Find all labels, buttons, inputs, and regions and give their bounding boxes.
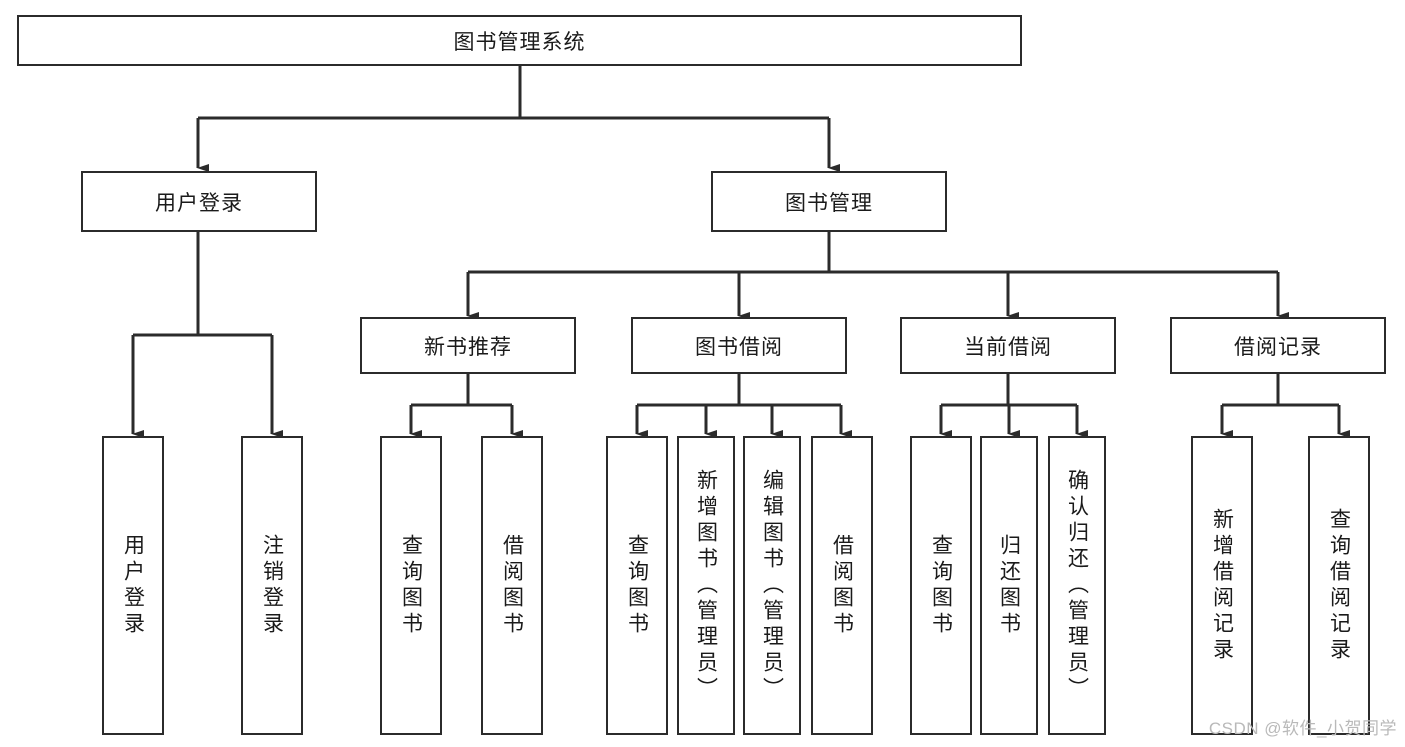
leaf-user-login[interactable]: 用户登录	[102, 436, 164, 735]
node-label: 新增借阅记录	[1210, 507, 1234, 664]
leaf-query-borrow-record[interactable]: 查询借阅记录	[1308, 436, 1370, 735]
node-label: 新书推荐	[424, 335, 512, 359]
node-label: 归还图书	[997, 533, 1021, 638]
leaf-borrow-book-bor[interactable]: 借阅图书	[811, 436, 873, 735]
leaf-query-book-bor[interactable]: 查询图书	[606, 436, 668, 735]
leaf-add-borrow-record[interactable]: 新增借阅记录	[1191, 436, 1253, 735]
node-book-management[interactable]: 图书管理	[711, 171, 947, 232]
leaf-user-logout[interactable]: 注销登录	[241, 436, 303, 735]
node-current-borrow[interactable]: 当前借阅	[900, 317, 1116, 374]
csdn-watermark: CSDN @软件_小贺同学	[1208, 719, 1397, 738]
node-user-login[interactable]: 用户登录	[81, 171, 317, 232]
node-label: 编辑图书（管理员）	[760, 468, 784, 703]
node-book-borrow[interactable]: 图书借阅	[631, 317, 847, 374]
node-borrow-record[interactable]: 借阅记录	[1170, 317, 1386, 374]
node-label: 借阅图书	[830, 533, 854, 638]
node-label: 当前借阅	[964, 335, 1052, 359]
node-label: 查询图书	[625, 533, 649, 638]
node-root[interactable]: 图书管理系统	[17, 15, 1022, 66]
leaf-return-book[interactable]: 归还图书	[980, 436, 1038, 735]
leaf-confirm-return-admin[interactable]: 确认归还（管理员）	[1048, 436, 1106, 735]
leaf-edit-book-admin[interactable]: 编辑图书（管理员）	[743, 436, 801, 735]
node-label: 查询图书	[929, 533, 953, 638]
leaf-add-book-admin[interactable]: 新增图书（管理员）	[677, 436, 735, 735]
node-label: 图书管理	[785, 191, 873, 215]
node-label: 借阅图书	[500, 533, 524, 638]
leaf-query-book-rec[interactable]: 查询图书	[380, 436, 442, 735]
node-label: 新增图书（管理员）	[694, 468, 718, 703]
node-label: 注销登录	[260, 533, 284, 638]
node-label: 确认归还（管理员）	[1065, 468, 1089, 703]
node-new-book-recommend[interactable]: 新书推荐	[360, 317, 576, 374]
node-label: 图书借阅	[695, 335, 783, 359]
leaf-borrow-book-rec[interactable]: 借阅图书	[481, 436, 543, 735]
node-label: 图书管理系统	[453, 30, 586, 54]
leaf-query-book-cur[interactable]: 查询图书	[910, 436, 972, 735]
node-label: 用户登录	[121, 533, 145, 638]
node-label: 借阅记录	[1234, 335, 1322, 359]
node-label: 查询借阅记录	[1327, 507, 1351, 664]
node-label: 用户登录	[155, 191, 243, 215]
node-label: 查询图书	[399, 533, 423, 638]
